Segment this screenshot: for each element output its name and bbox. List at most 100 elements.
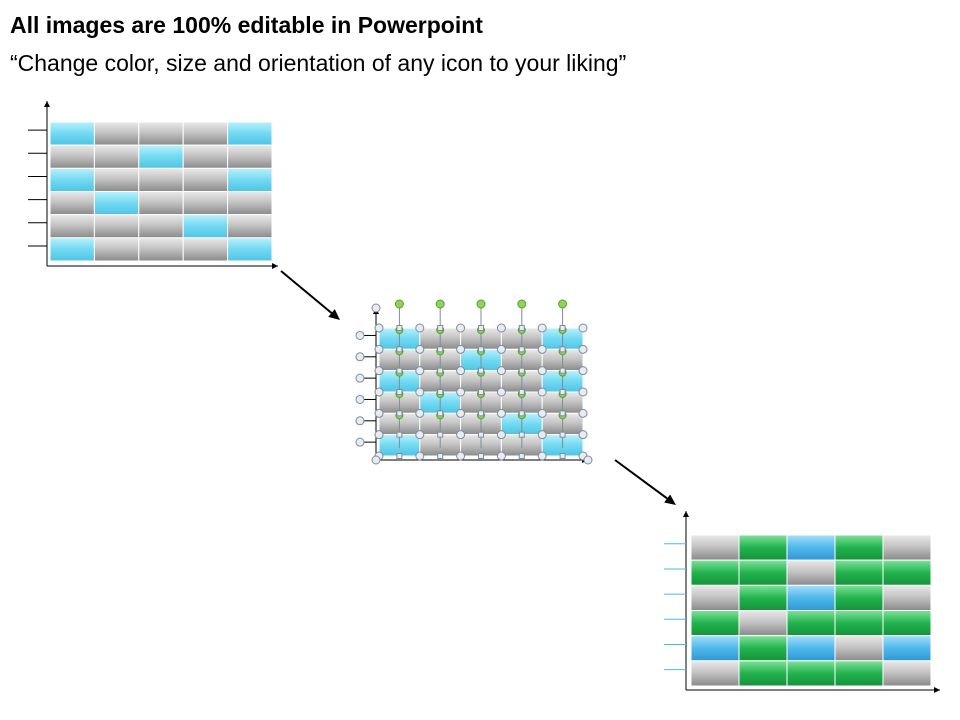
grid-chart-green[interactable] (664, 511, 940, 693)
resize-handle[interactable] (437, 367, 444, 374)
resize-handle[interactable] (396, 325, 403, 331)
grid-cell (834, 559, 884, 586)
resize-handle[interactable] (396, 410, 403, 417)
resize-handle[interactable] (578, 408, 588, 418)
grid-cell (834, 584, 884, 611)
resize-handle[interactable] (537, 344, 547, 354)
resize-handle[interactable] (396, 346, 403, 353)
resize-handle[interactable] (374, 387, 384, 397)
resize-handle[interactable] (559, 325, 566, 331)
resize-handle[interactable] (355, 352, 365, 362)
resize-handle[interactable] (437, 410, 444, 417)
resize-handle[interactable] (537, 408, 547, 418)
resize-handle[interactable] (415, 366, 425, 376)
resize-handle[interactable] (355, 394, 365, 404)
resize-handle[interactable] (518, 431, 525, 438)
resize-handle[interactable] (518, 325, 525, 331)
resize-handle[interactable] (537, 387, 547, 397)
rotate-handle[interactable] (435, 299, 445, 309)
resize-handle[interactable] (374, 323, 384, 333)
resize-handle[interactable] (437, 389, 444, 395)
resize-handle[interactable] (374, 408, 384, 418)
resize-handle[interactable] (518, 389, 525, 395)
resize-handle[interactable] (355, 373, 365, 383)
rotate-handle[interactable] (394, 299, 404, 309)
resize-handle[interactable] (578, 366, 588, 376)
resize-handle[interactable] (415, 344, 425, 354)
resize-handle[interactable] (355, 416, 365, 426)
rotate-handle[interactable] (558, 299, 568, 309)
resize-handle[interactable] (578, 323, 588, 333)
resize-handle[interactable] (518, 410, 525, 417)
resize-handle[interactable] (456, 387, 466, 397)
resize-handle[interactable] (374, 344, 384, 354)
resize-handle[interactable] (437, 431, 444, 438)
resize-handle[interactable] (578, 430, 588, 440)
resize-handle[interactable] (355, 330, 365, 340)
resize-handle[interactable] (456, 344, 466, 354)
resize-handle[interactable] (559, 453, 566, 459)
resize-handle[interactable] (537, 366, 547, 376)
grid-cell (786, 610, 836, 637)
resize-handle[interactable] (396, 453, 403, 459)
resize-handle[interactable] (396, 389, 403, 395)
resize-handle[interactable] (456, 366, 466, 376)
grid-chart-selected[interactable] (355, 299, 593, 465)
resize-handle[interactable] (371, 455, 381, 465)
resize-handle[interactable] (578, 344, 588, 354)
rotate-handle[interactable] (476, 299, 486, 309)
resize-handle[interactable] (478, 410, 484, 417)
resize-handle[interactable] (415, 387, 425, 397)
resize-handle[interactable] (396, 431, 403, 438)
resize-handle[interactable] (415, 430, 425, 440)
resize-handle[interactable] (478, 431, 484, 438)
resize-handle[interactable] (456, 323, 466, 333)
resize-handle[interactable] (496, 387, 506, 397)
resize-handle[interactable] (537, 451, 547, 461)
resize-handle[interactable] (496, 430, 506, 440)
resize-handle[interactable] (578, 387, 588, 397)
resize-handle[interactable] (415, 451, 425, 461)
resize-handle[interactable] (537, 430, 547, 440)
resize-handle[interactable] (371, 303, 381, 313)
resize-handle[interactable] (537, 323, 547, 333)
resize-handle[interactable] (583, 455, 593, 465)
resize-handle[interactable] (496, 451, 506, 461)
resize-handle[interactable] (518, 453, 525, 459)
resize-handle[interactable] (456, 408, 466, 418)
arrow-2 (614, 459, 676, 505)
resize-handle[interactable] (478, 389, 484, 395)
resize-handle[interactable] (478, 367, 484, 374)
resize-handle[interactable] (437, 346, 444, 353)
resize-handle[interactable] (559, 346, 566, 353)
resize-handle[interactable] (496, 323, 506, 333)
resize-handle[interactable] (496, 408, 506, 418)
resize-handle[interactable] (478, 453, 484, 459)
resize-handle[interactable] (559, 367, 566, 374)
resize-handle[interactable] (559, 431, 566, 438)
grid-cell (834, 635, 884, 662)
grid-cell (738, 635, 788, 662)
resize-handle[interactable] (415, 408, 425, 418)
resize-handle[interactable] (559, 389, 566, 395)
resize-handle[interactable] (415, 323, 425, 333)
resize-handle[interactable] (478, 346, 484, 353)
resize-handle[interactable] (456, 430, 466, 440)
resize-handle[interactable] (478, 325, 484, 331)
resize-handle[interactable] (496, 366, 506, 376)
rotate-handle[interactable] (517, 299, 527, 309)
resize-handle[interactable] (518, 346, 525, 353)
resize-handle[interactable] (374, 366, 384, 376)
resize-handle[interactable] (496, 344, 506, 354)
resize-handle[interactable] (396, 367, 403, 374)
resize-handle[interactable] (355, 437, 365, 447)
resize-handle[interactable] (456, 451, 466, 461)
resize-handle[interactable] (559, 410, 566, 417)
resize-handle[interactable] (518, 367, 525, 374)
y-axis-arrowhead (683, 511, 689, 517)
resize-handle[interactable] (374, 430, 384, 440)
resize-handle[interactable] (437, 453, 444, 459)
resize-handle[interactable] (437, 325, 444, 331)
grid-cell (49, 191, 95, 216)
grid-chart-cyan[interactable] (28, 101, 278, 269)
